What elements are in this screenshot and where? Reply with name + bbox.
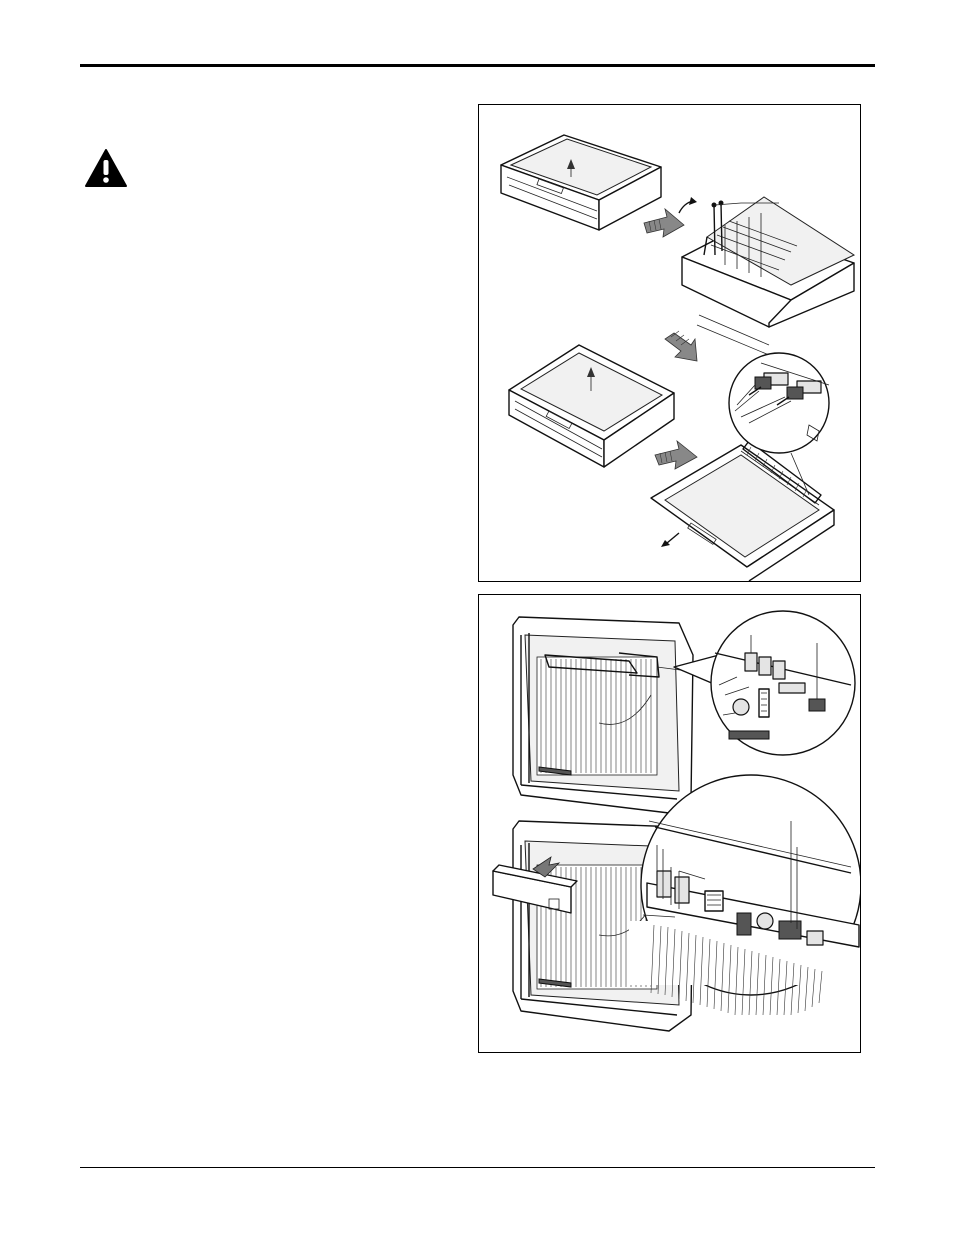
scanner-lid-open-top-right [679, 197, 854, 355]
header-rule [80, 64, 875, 67]
scanner-closed-top-left [501, 135, 661, 230]
step-arrow-3 [655, 441, 697, 469]
figure-1-illustration [479, 105, 860, 581]
footer-rule [80, 1167, 875, 1168]
step-arrow-2 [665, 331, 697, 361]
figure-2-illustration [479, 595, 860, 1052]
figure-2-frame [478, 594, 861, 1053]
figure-1-frame [478, 104, 861, 582]
warning-triangle-icon [84, 148, 128, 188]
board-detail-callout-upper [674, 611, 855, 755]
step-arrow-1 [644, 209, 684, 237]
scanner-underside-upper [513, 617, 719, 813]
scanner-closed-middle-left [509, 345, 674, 467]
